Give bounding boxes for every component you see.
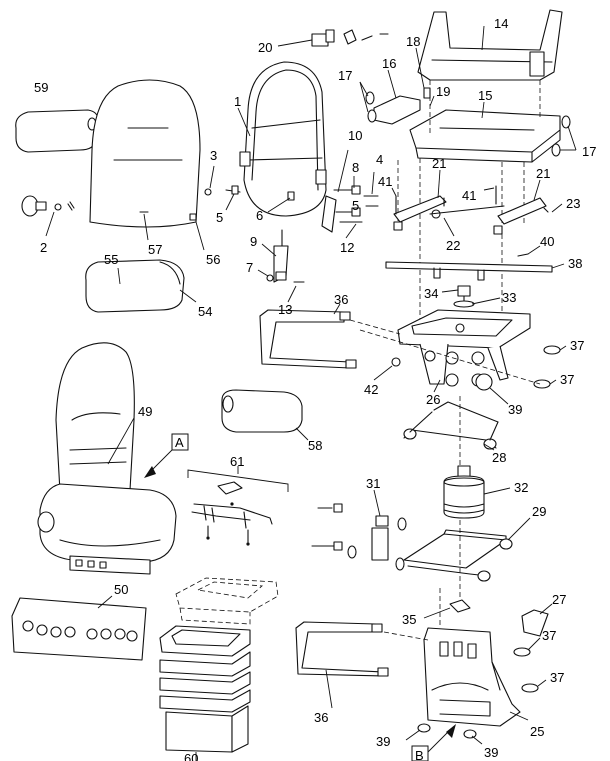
callout-37b: 37 (560, 372, 574, 387)
callout-8: 8 (352, 160, 359, 175)
callout-36b: 36 (314, 710, 328, 725)
callout-36a: 36 (334, 292, 348, 307)
part-36-upper-link (259, 303, 401, 369)
part-29-lower-scissor (403, 517, 531, 582)
callout-14: 14 (494, 16, 508, 31)
callout-23: 23 (566, 196, 580, 211)
part-37-lower-rings (405, 396, 547, 745)
callout-10: 10 (348, 128, 362, 143)
callout-26: 26 (426, 392, 440, 407)
part-61-bracket-assembly (187, 466, 289, 546)
callout-3: 3 (210, 148, 217, 163)
callout-20: 20 (258, 40, 272, 55)
view-label-b: B (415, 748, 424, 761)
part-59-headrest (15, 109, 99, 153)
callout-27: 27 (552, 592, 566, 607)
callout-54: 54 (198, 304, 212, 319)
callout-18: 18 (406, 34, 420, 49)
callout-13: 13 (278, 302, 292, 317)
callout-35: 35 (402, 612, 416, 627)
callout-7: 7 (246, 260, 253, 275)
callout-4: 4 (376, 152, 383, 167)
parts-21-22-23-41-slides (391, 169, 563, 237)
parts-37-39-42-rings (359, 329, 567, 405)
callout-37c: 37 (542, 628, 556, 643)
callout-59: 59 (34, 80, 48, 95)
callout-37d: 37 (550, 670, 564, 685)
view-b-indicator (411, 724, 456, 761)
callout-25: 25 (530, 724, 544, 739)
callout-1: 1 (234, 94, 241, 109)
callout-55: 55 (104, 252, 118, 267)
alignment-lines-upper (397, 80, 541, 330)
callout-21b: 21 (536, 166, 550, 181)
part-36-lower-link (295, 621, 429, 709)
part-16-bracket (359, 47, 435, 125)
callout-37a: 37 (570, 338, 584, 353)
callout-2: 2 (40, 240, 47, 255)
callout-34: 34 (424, 286, 438, 301)
callout-56: 56 (206, 252, 220, 267)
parts-7-9-13-linkage (257, 229, 305, 303)
callout-41a: 41 (378, 174, 392, 189)
callout-21a: 21 (432, 156, 446, 171)
callout-39a: 39 (508, 402, 522, 417)
callout-60: 60 (184, 751, 198, 761)
parts-33-34-fittings (441, 285, 501, 308)
callout-19: 19 (436, 84, 450, 99)
callout-17a: 17 (338, 68, 352, 83)
parts-27-35 (423, 599, 553, 637)
part-15-seat-frame (409, 101, 577, 163)
part-60-bellows (159, 625, 251, 761)
callout-6: 6 (256, 208, 263, 223)
callout-39b: 39 (376, 734, 390, 749)
callout-39c: 39 (484, 745, 498, 760)
callout-28: 28 (492, 450, 506, 465)
part-32-air-spring (443, 465, 511, 519)
callout-42: 42 (364, 382, 378, 397)
view-label-a: A (175, 435, 184, 450)
part-38-crossbar (385, 245, 565, 281)
callout-38: 38 (568, 256, 582, 271)
callout-5b: 5 (352, 198, 359, 213)
part-49-seat-assembly (37, 342, 177, 575)
callout-17b: 17 (582, 144, 596, 159)
part-50-control-panel (11, 595, 147, 661)
callout-50: 50 (114, 582, 128, 597)
callout-5a: 5 (216, 210, 223, 225)
part-31-shock-absorber (311, 489, 407, 571)
callout-9: 9 (250, 234, 257, 249)
dashed-optional-frame (175, 577, 279, 625)
callout-61: 61 (230, 454, 244, 469)
callout-31: 31 (366, 476, 380, 491)
part-57-backrest-cover (89, 79, 205, 251)
part-20-clips (277, 29, 389, 47)
part-55-seat-cushion (85, 259, 197, 313)
callout-22: 22 (446, 238, 460, 253)
part-14-seat-pan (417, 9, 563, 81)
callout-41b: 41 (462, 188, 476, 203)
callout-15: 15 (478, 88, 492, 103)
callout-49: 49 (138, 404, 152, 419)
part-25-base (417, 627, 529, 739)
part-1-backrest-frame (237, 61, 327, 217)
part-2-knob (21, 195, 75, 237)
part-26-upper-bracket (397, 309, 531, 393)
callout-58: 58 (308, 438, 322, 453)
callout-40: 40 (540, 234, 554, 249)
callout-29: 29 (532, 504, 546, 519)
callout-16: 16 (382, 56, 396, 71)
callout-12: 12 (340, 240, 354, 255)
callout-57: 57 (148, 242, 162, 257)
callout-labels: 59 2 57 56 55 54 1 3 5 6 20 14 18 16 17 … (34, 16, 596, 761)
part-58-armrest (221, 389, 309, 441)
parts-4-8-10-12-bolts (321, 149, 379, 239)
part-28-scissor-link (403, 401, 499, 451)
callout-33: 33 (502, 290, 516, 305)
parts-3-5-6-hardware (204, 165, 295, 213)
callout-32: 32 (514, 480, 528, 495)
view-a-indicator (144, 433, 189, 478)
